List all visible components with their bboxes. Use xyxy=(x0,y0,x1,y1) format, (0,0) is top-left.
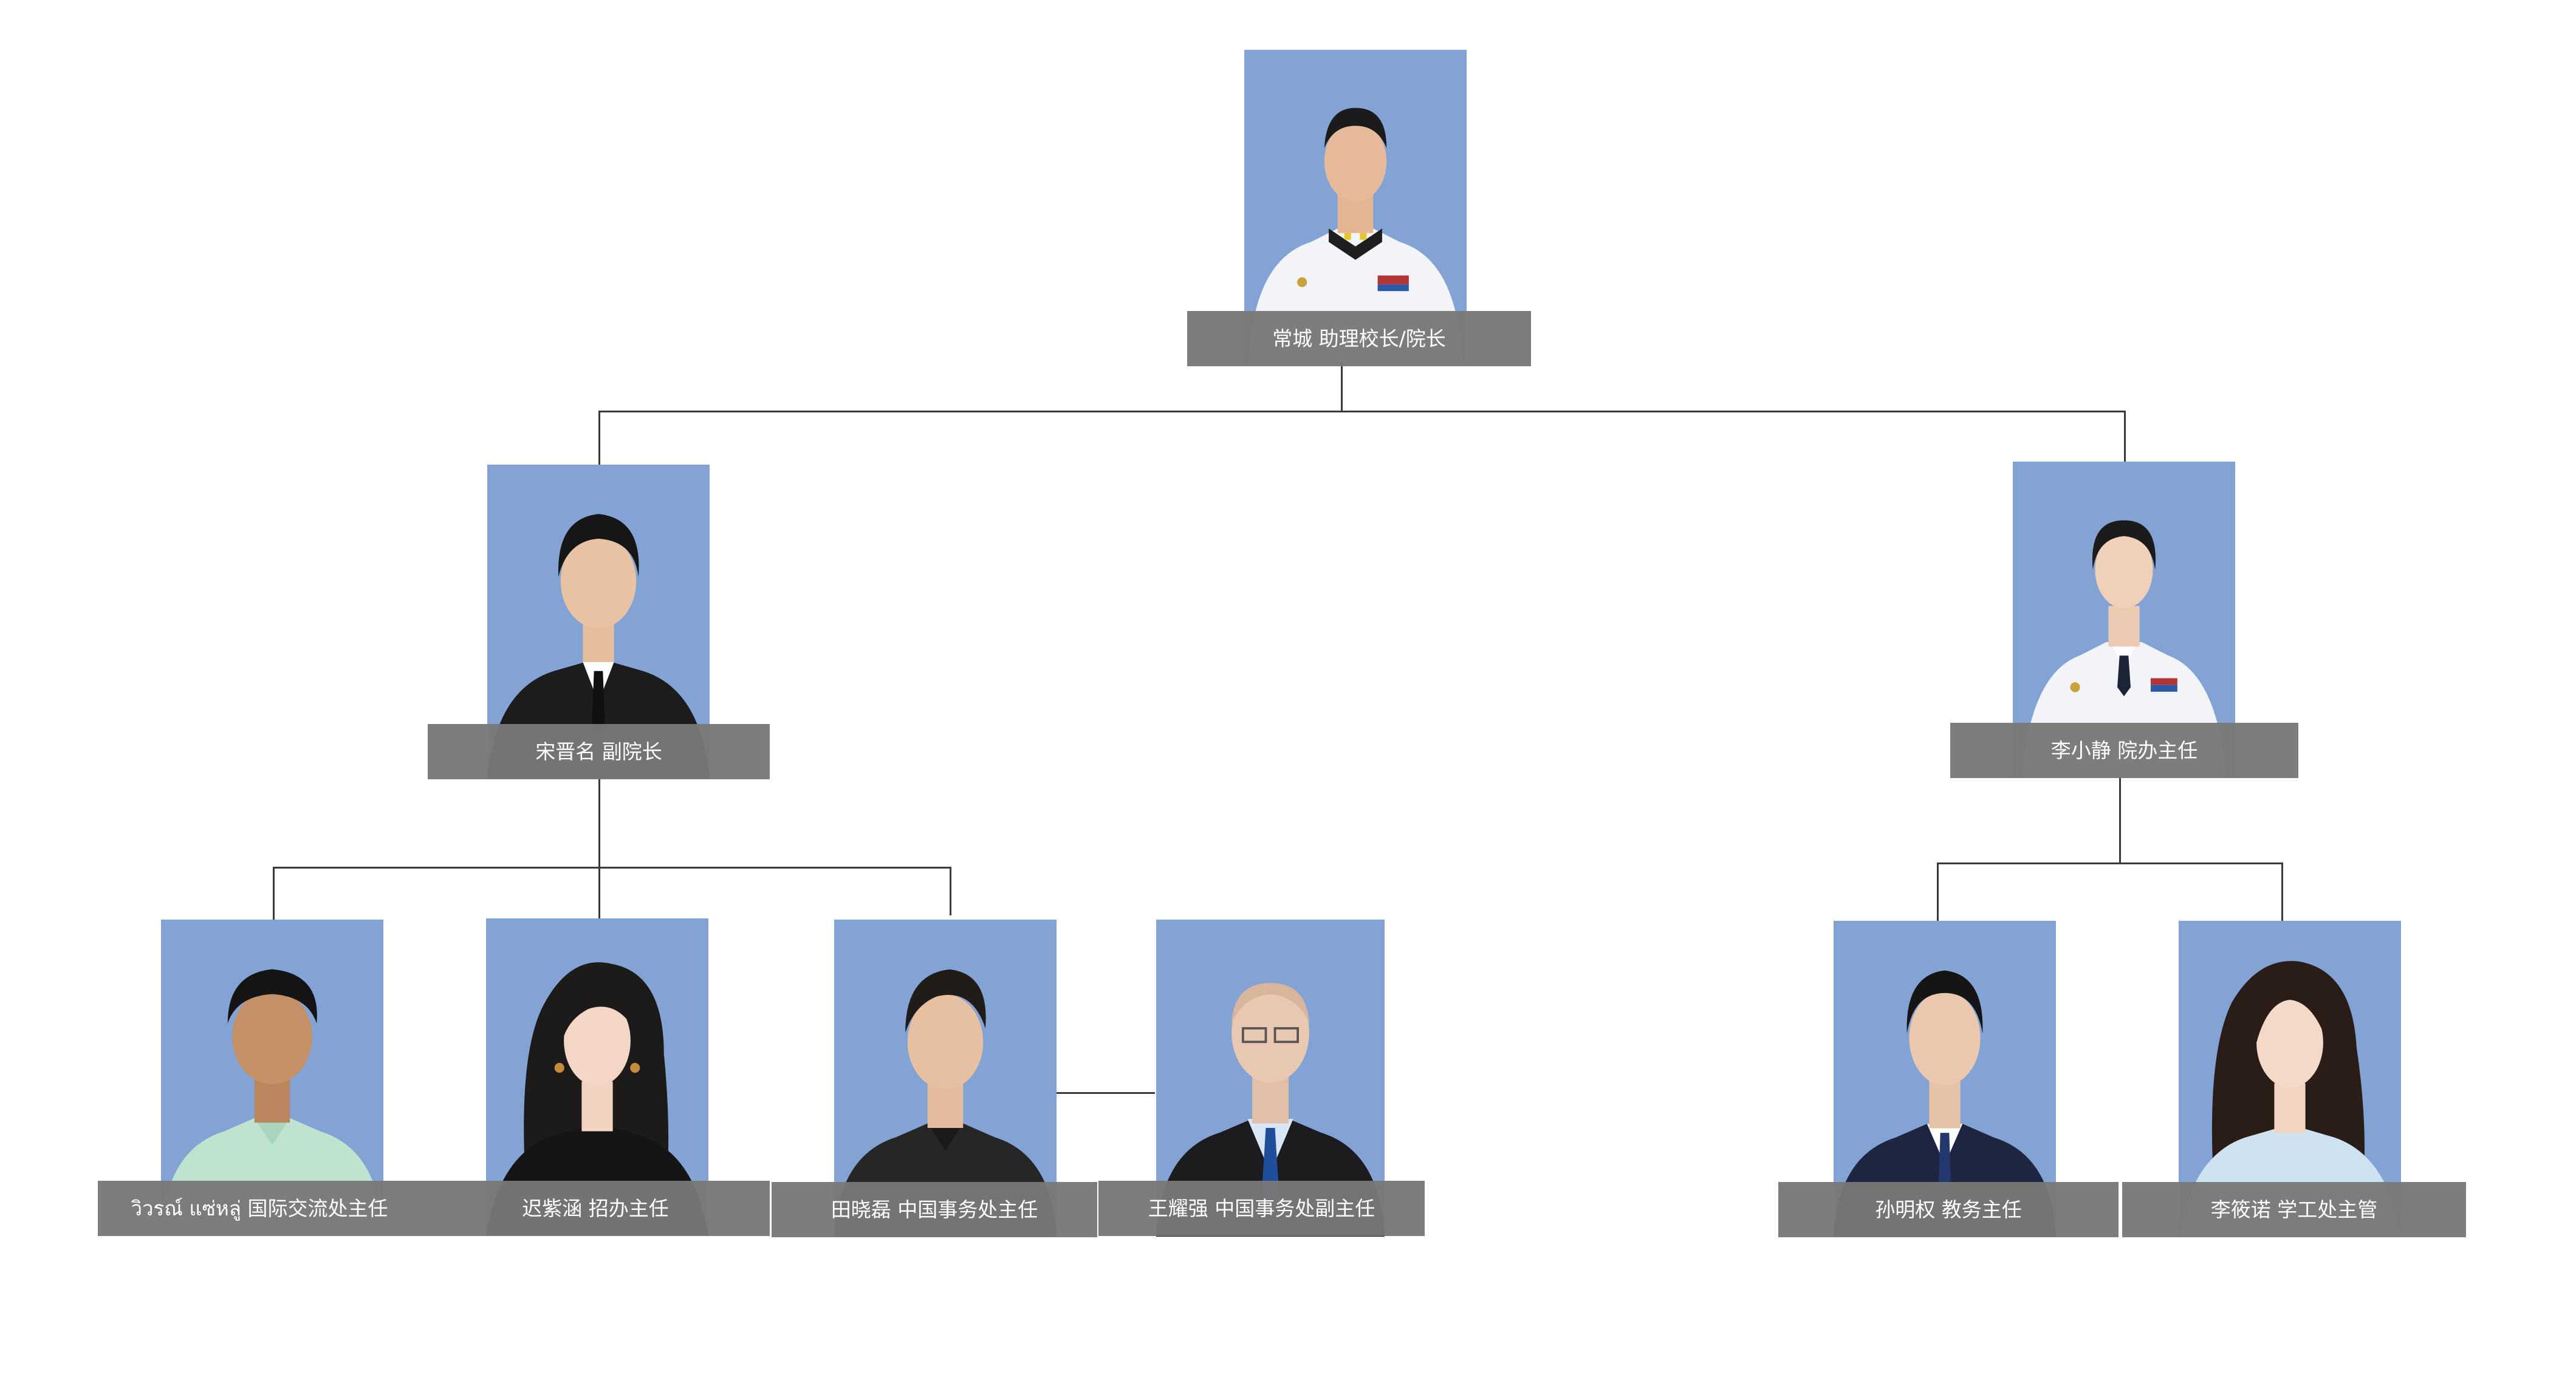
connector xyxy=(1937,862,1939,921)
connector xyxy=(598,411,600,465)
node-enroll-label: 迟紫涵 招办主任 xyxy=(421,1181,770,1236)
node-student-affairs-label: 李筱诺 学工处主管 xyxy=(2122,1182,2466,1237)
connector xyxy=(1937,862,2283,864)
connector xyxy=(2281,862,2283,921)
node-intl-label: วิวรณ์ แซ่หลู่ 国际交流处主任 xyxy=(98,1181,421,1236)
connector xyxy=(1057,1092,1155,1094)
connector xyxy=(598,779,600,918)
node-china-affairs-deputy-label: 王耀强 中国事务处副主任 xyxy=(1098,1181,1425,1236)
node-deputy-label: 宋晋名 副院长 xyxy=(428,724,770,779)
connector xyxy=(273,867,275,920)
connector xyxy=(950,867,951,915)
node-root-label: 常城 助理校长/院长 xyxy=(1187,311,1531,366)
connector xyxy=(1341,363,1343,411)
connector xyxy=(598,411,2126,412)
connector xyxy=(273,867,951,869)
node-china-affairs-label: 田晓磊 中国事务处主任 xyxy=(772,1182,1097,1237)
node-academic-label: 孙明权 教务主任 xyxy=(1778,1182,2119,1237)
connector xyxy=(2119,777,2121,863)
connector xyxy=(2124,411,2126,463)
node-office-label: 李小静 院办主任 xyxy=(1950,723,2298,778)
